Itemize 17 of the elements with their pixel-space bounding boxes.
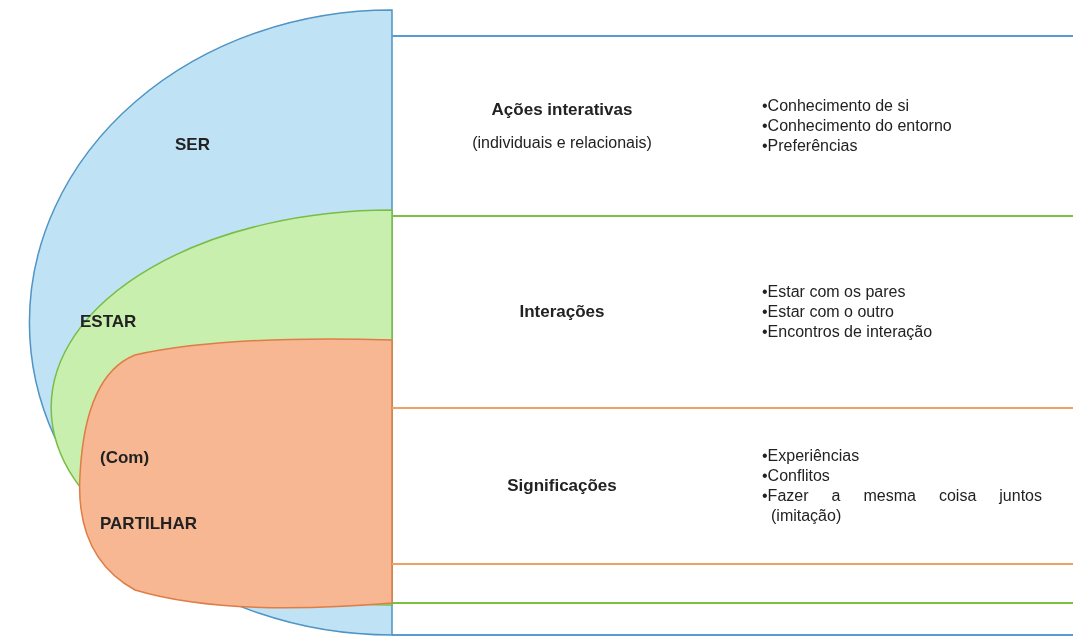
shape-label: (Com) PARTILHAR [100,447,198,535]
bullet-item: •Fazer a mesma coisa juntos (imitação) [762,486,1042,526]
bullet-item: •Encontros de interação [762,322,934,342]
row-subheading: (individuais e relacionais) [472,134,652,152]
row-heading: Interações [519,302,605,322]
shape-label: ESTAR [80,312,138,332]
bullet-item: •Experiências [762,446,861,466]
shape-label: SER [175,135,211,155]
table-row [392,407,1073,565]
bullet-item: •Estar com os pares [762,282,907,302]
row-heading: Significações [507,476,617,496]
bullet-item: •Preferências [762,136,859,156]
bullet-item: •Conhecimento de si [762,96,910,116]
bullet-item: •Conhecimento do entorno [762,116,953,136]
bullet-item: •Estar com o outro [762,302,895,322]
bullet-item: •Conflitos [762,466,831,486]
row-heading: Ações interativas [491,100,633,120]
